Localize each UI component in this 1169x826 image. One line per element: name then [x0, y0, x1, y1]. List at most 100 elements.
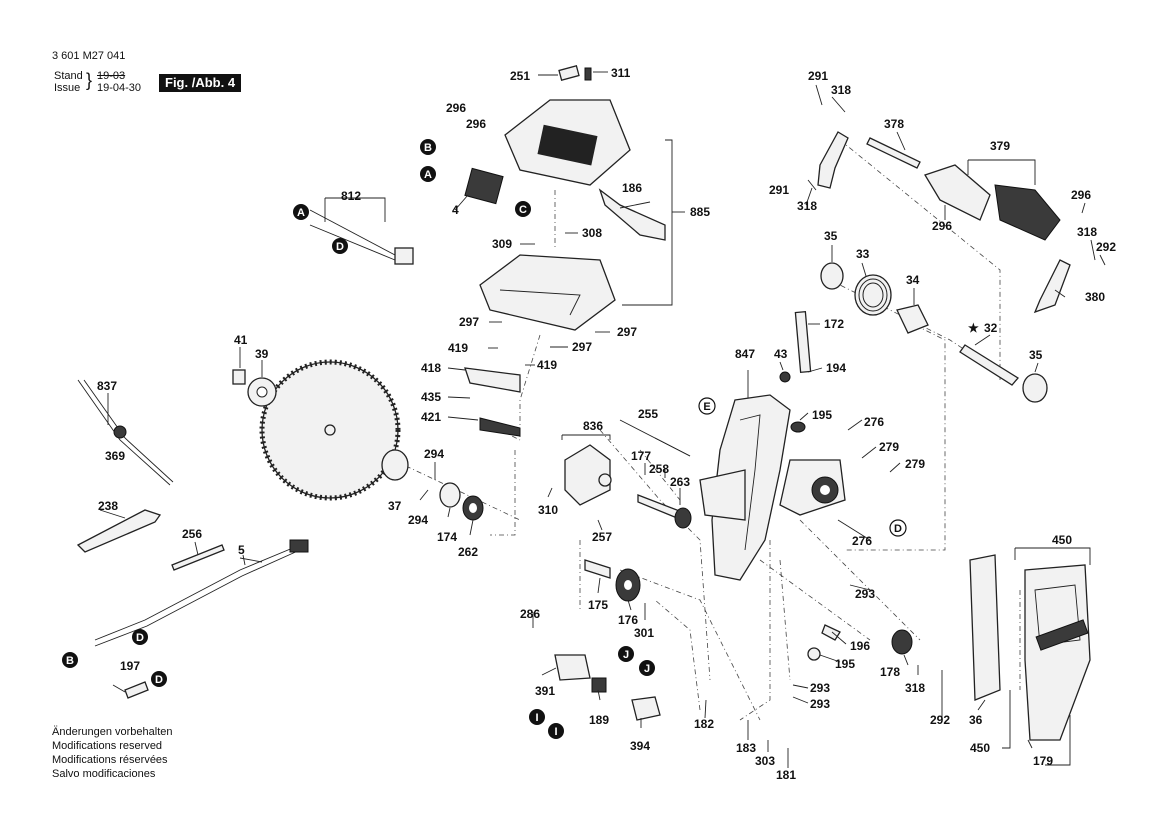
handle-379a: [924, 164, 991, 221]
washer-35a: [820, 262, 844, 290]
star-32: ★: [968, 321, 979, 335]
label-292a: 292: [1096, 240, 1116, 254]
label-37: 37: [388, 499, 402, 513]
flange-37: [381, 449, 409, 481]
label-179: 179: [1033, 754, 1053, 768]
label-286: 286: [520, 607, 540, 621]
label-251: 251: [510, 69, 530, 83]
svg-text:D: D: [155, 674, 163, 686]
label-310: 310: [538, 503, 558, 517]
label-296c: 296: [932, 219, 952, 233]
label-174: 174: [437, 530, 457, 544]
label-256: 256: [182, 527, 202, 541]
label-318a: 318: [831, 83, 851, 97]
label-293a: 293: [855, 587, 875, 601]
label-296a: 296: [446, 101, 466, 115]
label-450b: 450: [970, 741, 990, 755]
label-292b: 292: [930, 713, 950, 727]
label-419b: 419: [537, 358, 557, 372]
spring-33: [854, 274, 892, 316]
label-837: 837: [97, 379, 117, 393]
washer-174: [439, 482, 461, 508]
label-186: 186: [622, 181, 642, 195]
label-257: 257: [592, 530, 612, 544]
pulley-178: [891, 629, 913, 655]
label-279a: 279: [879, 440, 899, 454]
note-de: Änderungen vorbehalten: [52, 726, 173, 738]
label-197: 197: [120, 659, 140, 673]
label-43: 43: [774, 347, 788, 361]
marker-I1: [529, 709, 545, 725]
label-885: 885: [690, 205, 710, 219]
label-296b: 296: [466, 117, 486, 131]
switch-391: [554, 654, 591, 681]
nut-43: [779, 371, 791, 383]
marker-I2: [548, 723, 564, 739]
label-294b: 294: [408, 513, 428, 527]
label-450a: 450: [1052, 533, 1072, 547]
handle-379b: [994, 184, 1061, 241]
svg-text:B: B: [424, 142, 432, 154]
bracket-421: [479, 417, 521, 437]
label-311: 311: [611, 66, 631, 80]
bushing-195b: [807, 647, 821, 661]
label-378: 378: [884, 117, 904, 131]
note-en: Modifications reserved: [52, 740, 163, 752]
marker-D-cable: [132, 629, 148, 645]
label-421: 421: [421, 410, 441, 424]
label-291a: 291: [808, 69, 828, 83]
screw-41: [232, 369, 246, 385]
notes-block: Änderungen vorbehalten Modifications res…: [52, 725, 172, 781]
label-176: 176: [618, 613, 638, 627]
stand-label: Stand: [54, 70, 83, 82]
label-303: 303: [755, 754, 775, 768]
washer-35b: [1022, 373, 1048, 403]
label-309: 309: [492, 237, 512, 251]
bushing-195: [790, 421, 806, 433]
bracket-394: [631, 696, 661, 721]
label-263: 263: [670, 475, 690, 489]
spindle-175: [584, 559, 611, 579]
markers: B A C A D D B D E D J J I I: [62, 139, 907, 739]
label-297a: 297: [459, 315, 479, 329]
label-196: 196: [850, 639, 870, 653]
label-296d: 296: [1071, 188, 1091, 202]
stand-date: 19-03: [97, 70, 126, 82]
label-262: 262: [458, 545, 478, 559]
label-419a: 419: [448, 341, 468, 355]
handle-arm-186: [598, 188, 666, 241]
bracket-418: [464, 367, 521, 393]
label-380: 380: [1085, 290, 1105, 304]
label-35a: 35: [824, 229, 838, 243]
label-394: 394: [630, 739, 650, 753]
arm-flange: [699, 469, 746, 521]
label-4: 4: [452, 203, 459, 217]
assembly-lines: [329, 139, 1021, 721]
bushing-34: [896, 304, 929, 334]
label-318c: 318: [1077, 225, 1097, 239]
marker-E: [698, 397, 716, 415]
plug-5: [289, 539, 309, 553]
belt-36: [969, 554, 1001, 701]
marker-J1: [618, 646, 634, 662]
label-836: 836: [583, 419, 603, 433]
label-182: 182: [694, 717, 714, 731]
connector-812: [394, 247, 414, 265]
label-194: 194: [826, 361, 846, 375]
label-279b: 279: [905, 457, 925, 471]
marker-D-bottom: [151, 671, 167, 687]
bracket-left: [817, 131, 849, 189]
label-5: 5: [238, 543, 245, 557]
label-255: 255: [638, 407, 658, 421]
label-369: 369: [105, 449, 125, 463]
label-379: 379: [990, 139, 1010, 153]
marker-B-top: [420, 139, 436, 155]
label-297b: 297: [617, 325, 637, 339]
marker-J2: [639, 660, 655, 676]
label-293b: 293: [810, 681, 830, 695]
label-308: 308: [582, 226, 602, 240]
label-41: 41: [234, 333, 248, 347]
label-258: 258: [649, 462, 669, 476]
label-175: 175: [588, 598, 608, 612]
